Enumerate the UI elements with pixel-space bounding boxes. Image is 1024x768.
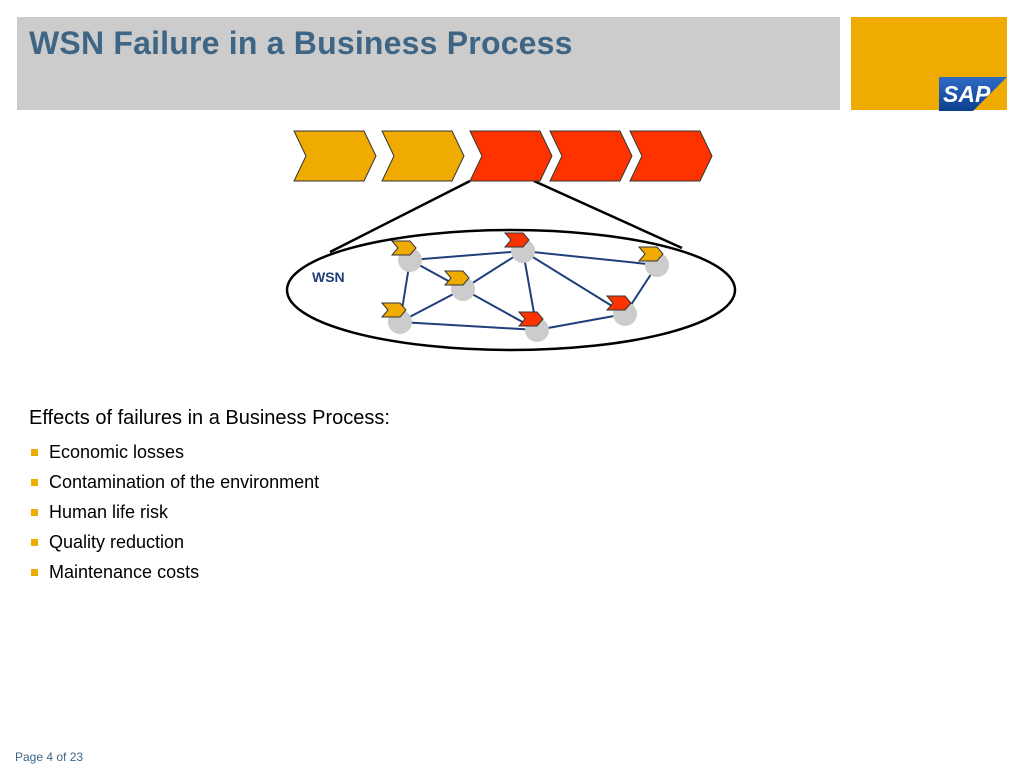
list-item: Economic losses: [29, 438, 390, 468]
process-step-4-failed: [549, 130, 633, 182]
sensor-node: [380, 302, 412, 334]
list-item-label: Quality reduction: [49, 532, 185, 552]
sensor-node-failed: [605, 295, 637, 326]
list-item: Quality reduction: [29, 528, 390, 558]
list-item: Human life risk: [29, 498, 390, 528]
list-item-label: Contamination of the environment: [49, 472, 320, 492]
zoom-line-right: [533, 179, 683, 250]
page-number: Page 4 of 23: [15, 750, 84, 764]
wsn-label: WSN: [312, 269, 345, 285]
slide-title: WSN Failure in a Business Process: [29, 25, 573, 61]
list-item-label: Economic losses: [49, 442, 185, 462]
sensor-node: [443, 270, 475, 301]
square-bullet-icon: [31, 479, 38, 486]
process-step-1: [293, 130, 377, 182]
list-item-label: Human life risk: [49, 502, 169, 522]
process-step-3-failed: [469, 130, 553, 182]
network-nodes: [380, 232, 669, 342]
title-bar: WSN Failure in a Business Process: [17, 17, 840, 110]
square-bullet-icon: [31, 539, 38, 546]
zoom-line-left: [329, 179, 471, 254]
sensor-node: [390, 240, 422, 272]
sap-logo-text: SAP: [943, 81, 991, 107]
effects-section: Effects of failures in a Business Proces…: [29, 407, 390, 588]
process-step-2: [381, 130, 465, 182]
list-item: Contamination of the environment: [29, 468, 390, 498]
process-chevrons: [293, 130, 713, 182]
effects-heading: Effects of failures in a Business Proces…: [29, 407, 390, 429]
square-bullet-icon: [31, 449, 38, 456]
sensor-node: [637, 246, 669, 277]
square-bullet-icon: [31, 569, 38, 576]
sap-logo: SAP: [939, 77, 1007, 111]
sensor-node-failed: [503, 232, 535, 263]
wsn-ellipse: [285, 228, 737, 352]
effects-list: Economic losses Contamination of the env…: [29, 438, 390, 588]
list-item-label: Maintenance costs: [49, 562, 200, 582]
sensor-node-failed: [517, 311, 549, 342]
list-item: Maintenance costs: [29, 558, 390, 588]
process-step-5-failed: [629, 130, 713, 182]
wsn-diagram: WSN: [285, 130, 737, 352]
logo-block: SAP: [851, 17, 1007, 111]
square-bullet-icon: [31, 509, 38, 516]
